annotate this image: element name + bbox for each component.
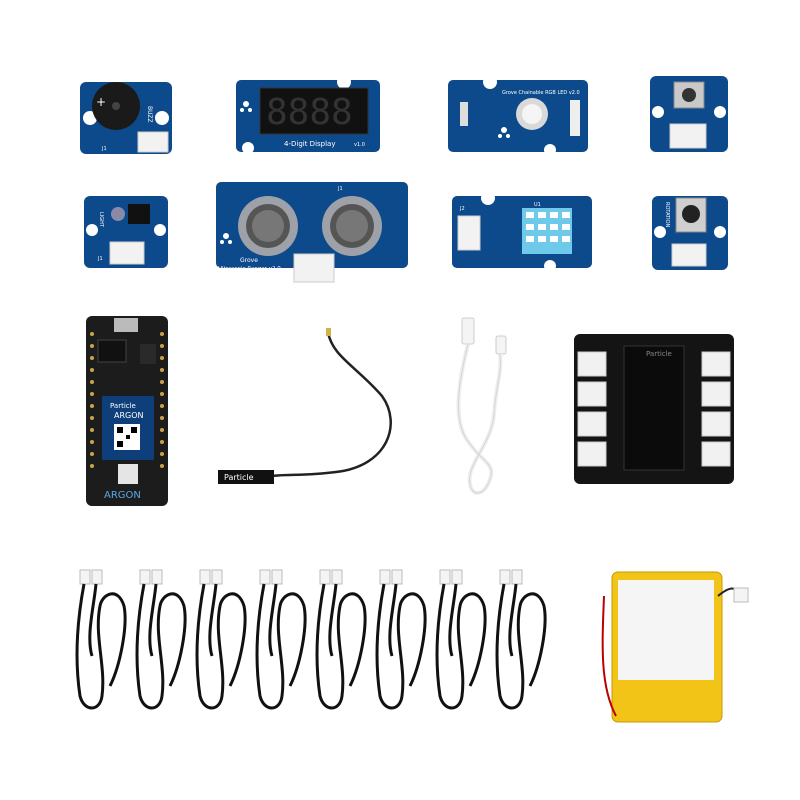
lipo-battery (600, 566, 754, 726)
grove-cable-3 (195, 568, 247, 710)
svg-text:+: + (96, 95, 106, 109)
display-digits: 8888 (266, 92, 353, 133)
particle-grove-shield: Particle (572, 332, 736, 486)
grove-cable-8 (495, 568, 547, 710)
grove-button-module (648, 74, 730, 154)
temp-pin-left: J2 (459, 206, 465, 212)
display-label: 4-Digit Display (284, 140, 335, 148)
temp-pin-right: U1 (534, 202, 541, 208)
grove-buzzer-module: + BUZZ J1 (78, 76, 174, 156)
buzz-label: BUZZ (146, 106, 153, 123)
particle-argon-board: Particle ARGON ARGON (84, 314, 170, 508)
ultrasonic-line2: Ultrasonic Ranger v2.0 (218, 266, 281, 272)
grove-cable-6 (375, 568, 427, 710)
particle-wifi-antenna: Particle (216, 326, 402, 492)
antenna-brand: Particle (224, 473, 254, 482)
grove-cable-2 (135, 568, 187, 710)
grove-ultrasonic-ranger: Grove Ultrasonic Ranger v2.0 J1 (214, 178, 410, 286)
light-label: LIGHT (98, 212, 104, 228)
display-version: v1.0 (354, 142, 365, 148)
buzz-pin-label: J1 (101, 146, 107, 152)
argon-board-name: ARGON (104, 490, 141, 501)
grove-chainable-rgb-led: Grove Chainable RGB LED v2.0 (446, 74, 590, 156)
grove-cable-set (70, 566, 550, 716)
grove-cable-1 (75, 568, 127, 710)
argon-brand: Particle (110, 402, 136, 410)
usb-cable (444, 314, 520, 500)
ultrasonic-line1: Grove (240, 257, 258, 264)
grove-light-sensor: LIGHT J1 (82, 194, 170, 270)
grove-cable-4 (255, 568, 307, 710)
argon-chip-name: ARGON (114, 411, 144, 420)
light-pin-label: J1 (97, 256, 103, 262)
grove-cable-7 (435, 568, 487, 710)
rotary-label: ROTATION (664, 202, 670, 228)
grove-rotary-angle-sensor: ROTATION (650, 192, 730, 272)
grove-temp-humidity-sensor: J2 U1 (450, 191, 594, 272)
ultrasonic-pin: J1 (337, 186, 343, 192)
grove-4-digit-display: 8888 4-Digit Display v1.0 (234, 74, 382, 156)
rgb-led-label: Grove Chainable RGB LED v2.0 (502, 90, 580, 96)
grove-cable-5 (315, 568, 367, 710)
shield-brand: Particle (646, 350, 672, 358)
